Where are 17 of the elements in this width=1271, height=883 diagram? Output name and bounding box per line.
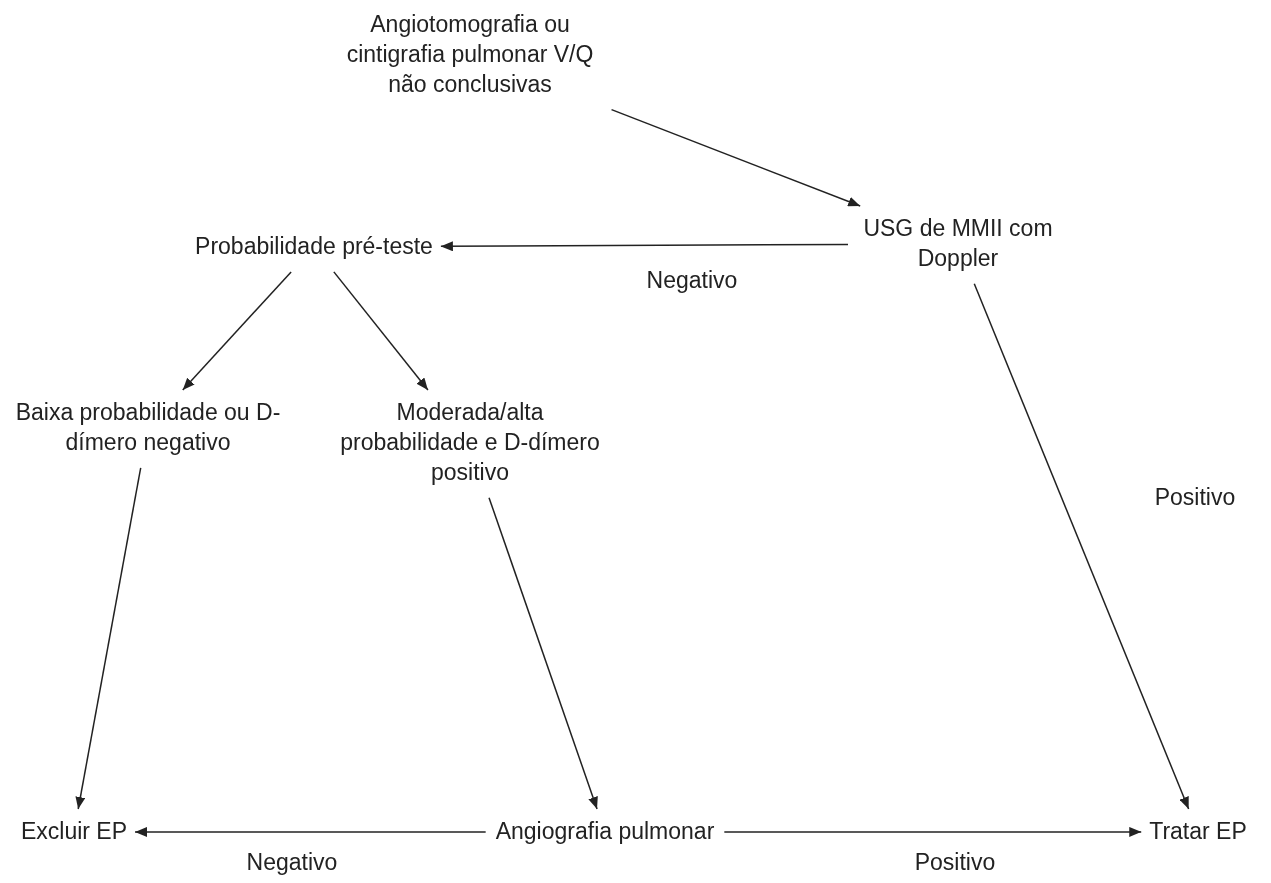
arrow	[973, 283, 1190, 810]
node-text: Excluir EP	[20, 817, 128, 846]
node-text: USG de MMII com Doppler	[862, 214, 1054, 273]
arrow	[440, 241, 849, 252]
arrow	[75, 467, 142, 810]
node-text: Tratar EP	[1149, 817, 1247, 846]
node-text: Moderada/alta probabilidade e D-dímero positivo	[340, 398, 600, 487]
arrow	[723, 826, 1142, 837]
arrow	[134, 826, 487, 837]
arrow	[333, 271, 429, 391]
arrow	[610, 108, 861, 207]
node-text: Probabilidade pré-teste	[195, 232, 433, 261]
node-text: Angiotomografia ou cintigrafia pulmonar V/Q não conclusivas	[345, 10, 595, 99]
node-text: Baixa probabilidade ou D-dímero negativo	[14, 398, 282, 457]
arrow	[182, 271, 292, 391]
node-text: Angiografia pulmonar	[495, 817, 715, 846]
arrow	[488, 496, 598, 810]
